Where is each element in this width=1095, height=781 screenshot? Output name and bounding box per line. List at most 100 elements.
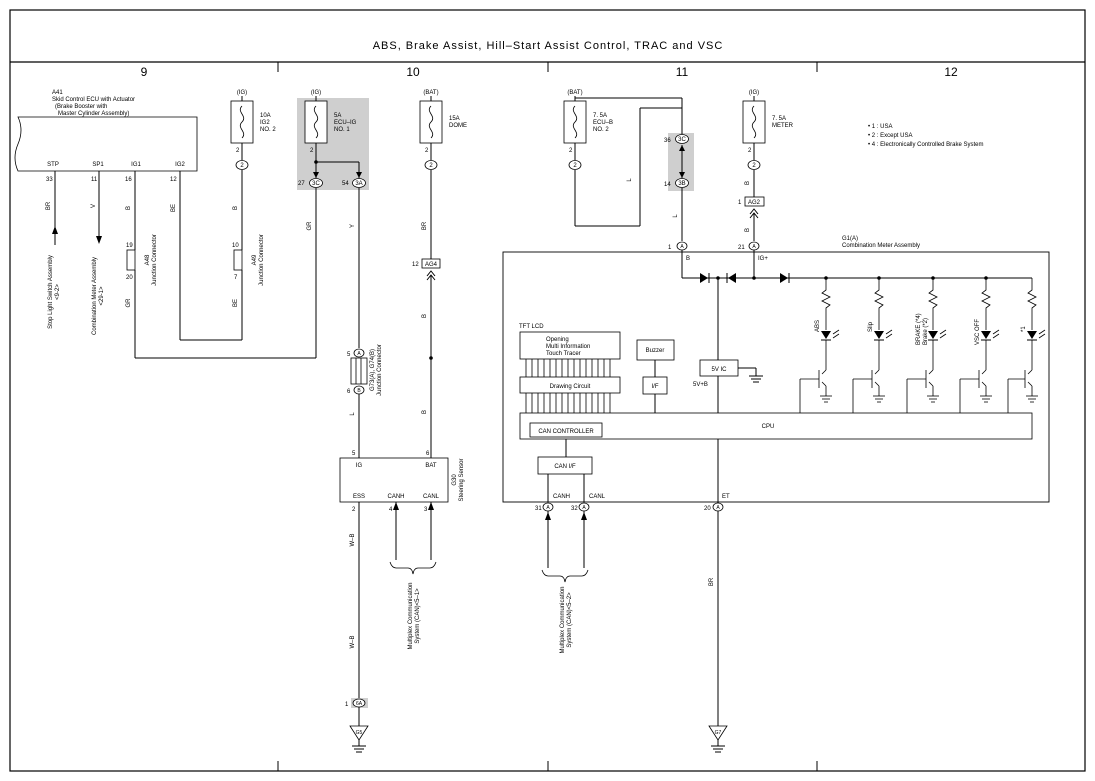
note-4: • 4 : Electronically Controlled Brake Sy… <box>868 142 983 148</box>
note-1: • 1 : USA <box>868 124 892 130</box>
svg-text:4: 4 <box>389 507 393 513</box>
svg-text:Opening: Opening <box>546 337 569 343</box>
svg-text:IG2: IG2 <box>260 120 270 126</box>
svg-text:BRAKE (*4): BRAKE (*4) <box>916 313 922 345</box>
svg-text:3: 3 <box>424 507 428 513</box>
svg-text:B: B <box>422 314 428 318</box>
svg-text:10: 10 <box>232 243 239 249</box>
svg-text:BE: BE <box>233 299 239 307</box>
svg-text:G5: G5 <box>356 730 363 736</box>
svg-text:15A: 15A <box>449 116 460 122</box>
svg-text:54: 54 <box>342 181 349 187</box>
svg-text:Master Cylinder Assembly): Master Cylinder Assembly) <box>58 111 129 117</box>
svg-text:2: 2 <box>425 148 429 154</box>
stop-light-switch-label: Stop Light Switch Assembly <box>48 255 54 329</box>
svg-text:Y: Y <box>350 224 356 228</box>
svg-text:31: 31 <box>535 506 542 512</box>
svg-text:A: A <box>582 505 586 511</box>
svg-text:System (CAN)<5–2>: System (CAN)<5–2> <box>567 592 573 648</box>
svg-text:CANH: CANH <box>553 494 570 500</box>
svg-text:21: 21 <box>738 245 745 251</box>
fuse-ecu-b: (BAT) 7. 5A ECU–B NO. 2 2 2 L <box>563 90 682 227</box>
svg-text:NO. 2: NO. 2 <box>260 127 276 133</box>
connector-3c-3b: 3C 36 3B 14 L <box>664 98 694 241</box>
svg-text:<29-1>: <29-1> <box>99 286 105 306</box>
svg-text:B: B <box>357 388 361 394</box>
column-10: 10 <box>406 65 420 79</box>
svg-text:IG+: IG+ <box>758 256 768 262</box>
svg-text:2: 2 <box>352 507 356 513</box>
column-12: 12 <box>944 65 958 79</box>
a48-junction-label: A48 <box>145 254 151 265</box>
svg-text:Steering Sensor: Steering Sensor <box>459 458 465 501</box>
svg-text:AG2: AG2 <box>748 200 761 206</box>
svg-text:CAN I/F: CAN I/F <box>554 464 576 470</box>
svg-text:<9-2>: <9-2> <box>55 284 61 300</box>
svg-text:BE: BE <box>171 204 177 212</box>
svg-text:27: 27 <box>298 181 305 187</box>
svg-text:3A: 3A <box>355 181 362 187</box>
ground-g7: G7 <box>708 511 728 753</box>
steering-sensor-label: G30 <box>452 474 458 486</box>
fuse-ig2: (IG) 10A IG2 NO. 2 2 2 B 10 7 A49 Juncti… <box>230 90 276 340</box>
note-2: • 2 : Except USA <box>868 133 912 139</box>
svg-text:2: 2 <box>310 148 314 154</box>
svg-text:BR: BR <box>46 201 52 210</box>
svg-text:3B: 3B <box>678 181 685 187</box>
svg-text:A: A <box>546 505 550 511</box>
svg-text:3C: 3C <box>312 181 320 187</box>
svg-text:Junction Connector: Junction Connector <box>152 234 158 286</box>
svg-text:A41: A41 <box>52 90 63 96</box>
column-11: 11 <box>676 65 689 79</box>
svg-text:Skid Control ECU with Actuator: Skid Control ECU with Actuator <box>52 97 135 103</box>
fuse-dome: (BAT) 15A DOME 2 2 BR AG4 12 B B <box>412 90 467 458</box>
combination-meter-assembly: G1(A) Combination Meter Assembly A 1 A 2… <box>502 236 1050 700</box>
svg-text:20: 20 <box>704 506 711 512</box>
svg-text:*1: *1 <box>1021 326 1027 332</box>
diagram-title: ABS, Brake Assist, Hill–Start Assist Con… <box>373 40 724 52</box>
svg-text:ABS: ABS <box>815 320 821 332</box>
svg-text:12: 12 <box>412 262 419 268</box>
svg-text:20: 20 <box>126 275 133 281</box>
svg-text:Drawing Circuit: Drawing Circuit <box>550 384 591 390</box>
svg-text:5V+B: 5V+B <box>693 382 708 388</box>
svg-text:B: B <box>422 410 428 414</box>
svg-text:W–B: W–B <box>350 533 356 546</box>
svg-text:33: 33 <box>46 177 53 183</box>
svg-text:5A: 5A <box>334 113 341 119</box>
ground-g5: 6A 1 G5 <box>345 698 369 753</box>
sp1-wire: V Combination Meter Assembly <29-1> <box>91 171 105 335</box>
svg-text:2: 2 <box>240 163 244 169</box>
svg-text:ECU–B: ECU–B <box>593 120 613 126</box>
svg-text:AG4: AG4 <box>425 262 438 268</box>
svg-text:12: 12 <box>170 177 177 183</box>
svg-text:16: 16 <box>125 177 132 183</box>
notes: • 1 : USA • 2 : Except USA • 4 : Electro… <box>868 124 983 148</box>
svg-text:DOME: DOME <box>449 123 467 129</box>
fuse-ecu-ig: (IG) 5A ECU–IG NO. 1 2 3C 3A 27 54 GR Y <box>297 90 369 358</box>
svg-text:BR: BR <box>422 221 428 230</box>
stp-wire: BR Stop Light Switch Assembly <9-2> <box>46 171 61 329</box>
svg-text:IG: IG <box>356 463 363 469</box>
svg-text:GR: GR <box>126 298 132 308</box>
svg-text:CANH: CANH <box>387 494 404 500</box>
svg-text:ET: ET <box>722 494 730 500</box>
svg-text:6: 6 <box>426 451 430 457</box>
meter-bottom-pins: A 31 A 32 A 20 Multiplex Communication S… <box>535 502 724 654</box>
svg-text:B: B <box>126 206 132 210</box>
svg-text:BAT: BAT <box>425 463 437 469</box>
svg-text:ESS: ESS <box>353 494 365 500</box>
svg-text:19: 19 <box>126 243 133 249</box>
svg-text:TFT LCD: TFT LCD <box>519 324 544 330</box>
svg-text:A: A <box>680 244 684 250</box>
steering-sensor: 5 6 IG BAT ESS CANH CANL G30 Steering Se… <box>339 451 465 700</box>
svg-text:L: L <box>627 178 633 182</box>
svg-text:2: 2 <box>752 163 756 169</box>
column-9: 9 <box>141 65 148 79</box>
svg-text:1: 1 <box>738 200 742 206</box>
svg-text:2: 2 <box>429 163 433 169</box>
ig2-wire: BE <box>171 171 242 341</box>
svg-text:A: A <box>357 351 361 357</box>
svg-text:(IG): (IG) <box>749 90 759 96</box>
